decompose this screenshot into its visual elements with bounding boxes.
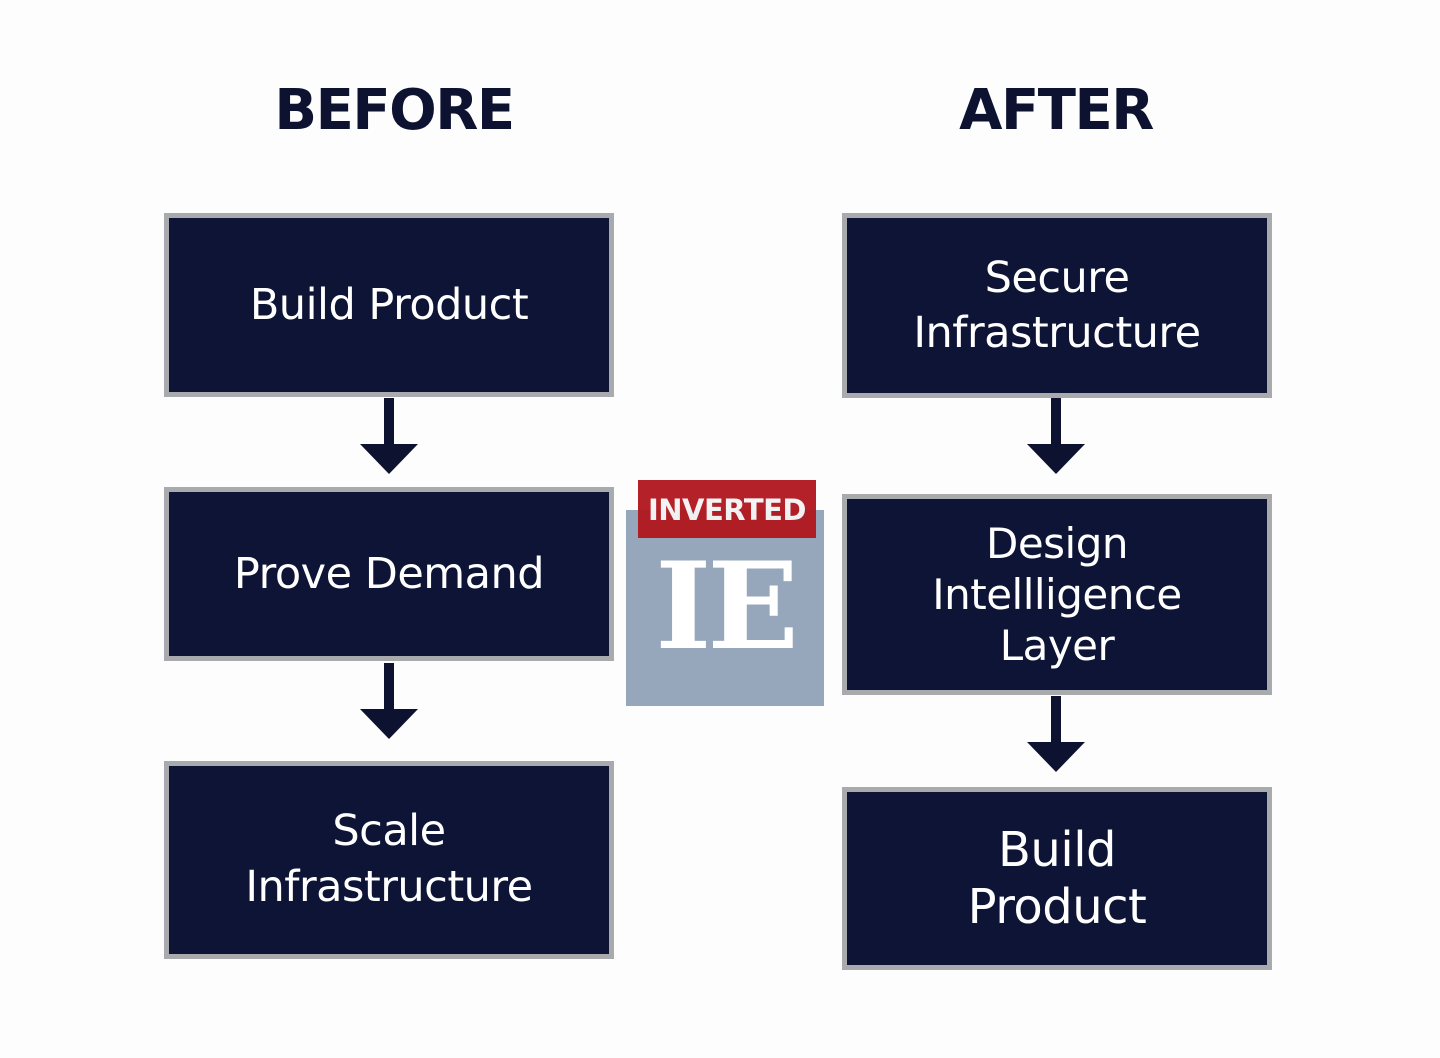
after-step-label: Build Product xyxy=(967,821,1147,935)
after-step-label: Secure Infrastructure xyxy=(913,252,1201,358)
before-step-label: Scale Infrastructure xyxy=(245,806,533,912)
logo-background xyxy=(626,510,824,706)
inverted-logo: INVERTED IE xyxy=(626,480,824,706)
after-step-design-intelligence-layer: Design Intellligence Layer xyxy=(842,494,1272,695)
down-arrow-icon xyxy=(1027,696,1085,772)
before-step-build-product: Build Product xyxy=(164,213,614,397)
before-step-prove-demand: Prove Demand xyxy=(164,487,614,661)
before-heading: BEFORE xyxy=(274,78,515,143)
after-step-secure-infrastructure: Secure Infrastructure xyxy=(842,213,1272,398)
down-arrow-icon xyxy=(360,398,418,474)
after-step-build-product: Build Product xyxy=(842,787,1272,970)
logo-mark: IE xyxy=(655,536,799,677)
logo-banner: INVERTED xyxy=(638,480,816,538)
before-step-label: Prove Demand xyxy=(233,548,545,599)
before-step-scale-infrastructure: Scale Infrastructure xyxy=(164,761,614,959)
after-step-label: Design Intellligence Layer xyxy=(932,518,1182,671)
after-heading: AFTER xyxy=(959,78,1154,143)
before-step-label: Build Product xyxy=(249,279,529,330)
down-arrow-icon xyxy=(1027,398,1085,474)
down-arrow-icon xyxy=(360,663,418,739)
